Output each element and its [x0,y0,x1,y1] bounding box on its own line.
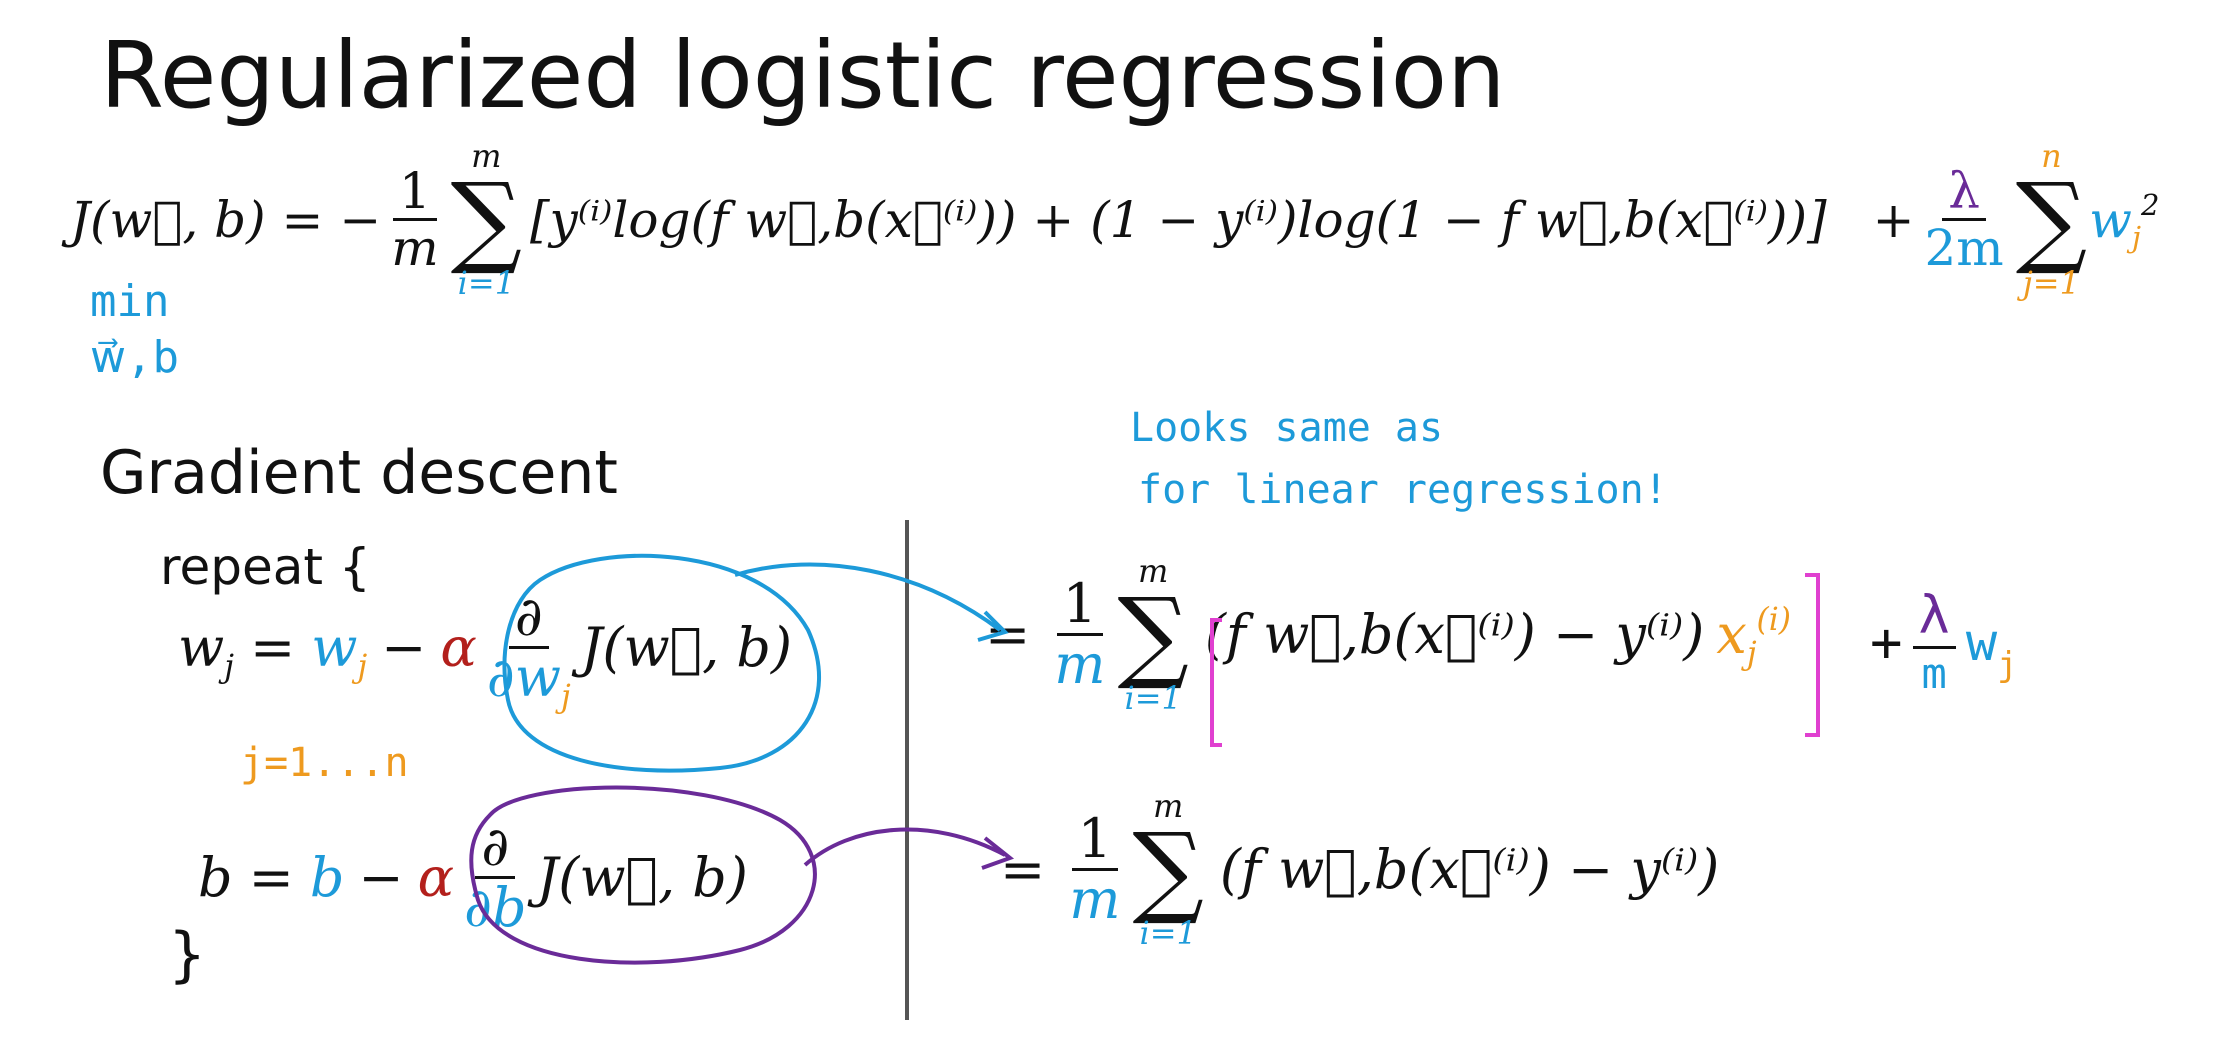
w-derivative-circle [502,553,821,773]
dw-result: = 1 m m ∑ i=1 (f w⃗,b(x⃗⁽ⁱ⁾) − y⁽ⁱ⁾) xj(… [985,552,1791,717]
min-note: min w⃗,b [90,276,179,383]
b-arrow [803,827,1006,867]
cost-reg-plus: + [1872,190,1915,249]
dw-result-summation: m ∑ i=1 [1117,552,1189,717]
gradient-descent-heading: Gradient descent [100,438,618,508]
sigma-symbol: ∑ [1117,576,1189,693]
w-update-J: J(w⃗, b) [580,616,793,679]
handwritten-note: Looks same as for linear regression! [1130,405,1668,513]
j-range-note: j=1...n [240,740,409,786]
dw-reg-term: + λ m wj [1870,586,2018,698]
cost-body: [y⁽ⁱ⁾log(f w⃗,b(x⃗⁽ⁱ⁾)) + (1 − y⁽ⁱ⁾)log(… [530,190,1827,249]
db-result-fraction: 1 m [1069,807,1121,931]
db-result-summation: m ∑ i=1 [1132,787,1204,952]
cost-function: J(w⃗, b) = − 1 m m ∑ i=1 [y⁽ⁱ⁾log(f w⃗,b… [70,140,2159,299]
dw-reg-w: wj [1965,612,2018,685]
w-arrow-head-icon [977,610,1009,642]
sigma-symbol: ∑ [450,161,523,278]
dw-reg-fraction: λ m [1912,590,1956,695]
cost-summation: m ∑ i=1 [450,137,523,302]
cost-reg-fraction: λ 2m [1924,162,2004,277]
dw-result-x: xj(i) [1716,601,1791,672]
cost-reg-term: wj2 [2089,187,2160,254]
w-arrow [734,562,1002,632]
sigma-symbol: ∑ [2015,161,2088,278]
dw-result-body: (f w⃗,b(x⃗⁽ⁱ⁾) − y⁽ⁱ⁾) [1204,603,1705,666]
magenta-bracket-left [1210,618,1222,747]
cost-lhs: J(w⃗, b) = − [70,190,382,249]
cost-reg-summation: n ∑ j=1 [2015,137,2088,302]
w-update-lhs: wj [178,616,234,685]
b-derivative-circle [469,785,817,965]
sigma-symbol: ∑ [1132,811,1204,928]
db-result: = 1 m m ∑ i=1 (f w⃗,b(x⃗⁽ⁱ⁾) − y⁽ⁱ⁾) [1000,787,1720,952]
alpha-symbol: α [417,846,455,909]
repeat-label: repeat { [160,538,371,596]
magenta-bracket-right [1805,573,1820,737]
slide-title: Regularized logistic regression [100,22,1506,129]
b-arrow-head-icon [981,836,1015,870]
cost-fraction: 1 m [391,162,439,277]
b-partial-fraction: ∂ ∂b [464,815,527,939]
b-update-rule: b = b − α ∂ ∂b J(w⃗, b) [198,815,748,939]
alpha-symbol: α [440,616,477,679]
w-update-w: wj [311,616,368,685]
dw-result-fraction: 1 m [1054,572,1106,696]
b-update-J: J(w⃗, b) [536,846,748,909]
db-result-body: (f w⃗,b(x⃗⁽ⁱ⁾) − y⁽ⁱ⁾) [1219,838,1720,901]
closing-brace: } [168,920,207,990]
